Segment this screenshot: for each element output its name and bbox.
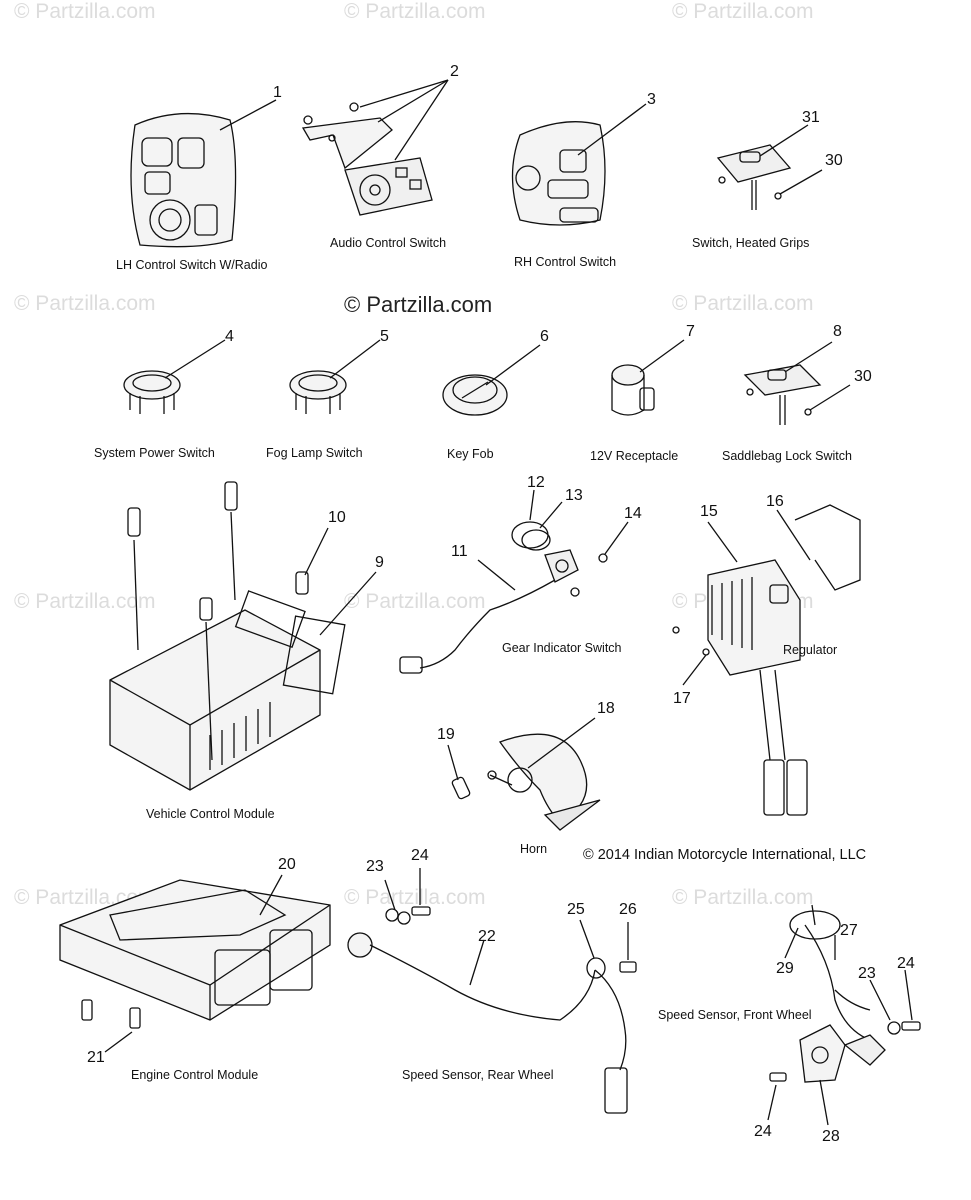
callout-5: 5 xyxy=(380,328,389,345)
speed-sensor-front-part[interactable] xyxy=(767,904,921,1126)
callout-13: 13 xyxy=(565,487,583,504)
callout-24: 24 xyxy=(754,1123,772,1140)
horn-part[interactable] xyxy=(447,717,601,831)
callout-2: 2 xyxy=(450,63,459,80)
caption-heated-grips: Switch, Heated Grips xyxy=(692,236,810,250)
audio-control-switch-part[interactable] xyxy=(301,79,449,216)
callout-16: 16 xyxy=(766,493,784,510)
watermark: © Partzilla.com xyxy=(14,292,156,315)
callout-17: 17 xyxy=(673,690,691,707)
12v-receptacle-part[interactable] xyxy=(611,339,685,416)
callout-21: 21 xyxy=(87,1049,105,1066)
callout-14: 14 xyxy=(624,505,642,522)
watermark: © Partzilla.com xyxy=(14,590,156,613)
caption-fog-lamp-switch: Fog Lamp Switch xyxy=(266,446,363,460)
copyright-notice: © 2014 Indian Motorcycle International, … xyxy=(583,847,867,863)
caption-lh-control-switch: LH Control Switch W/Radio xyxy=(116,258,268,272)
caption-regulator: Regulator xyxy=(783,643,838,657)
watermark: © Partzilla.com xyxy=(344,590,486,613)
callout-24: 24 xyxy=(411,847,429,864)
callout-1: 1 xyxy=(273,84,282,101)
heated-grips-switch-part[interactable] xyxy=(716,124,823,210)
callout-27: 27 xyxy=(840,922,858,939)
caption-horn: Horn xyxy=(520,842,548,856)
callout-23: 23 xyxy=(858,965,876,982)
partzilla-watermark: © Partzilla.com xyxy=(344,292,493,317)
watermark: © Partzilla.com xyxy=(672,292,814,315)
watermark: © Partzilla.com xyxy=(14,0,156,23)
callout-24: 24 xyxy=(897,955,915,972)
callout-30: 30 xyxy=(825,152,843,169)
callout-4: 4 xyxy=(225,328,234,345)
fog-lamp-switch-part[interactable] xyxy=(289,339,381,414)
regulator-part[interactable] xyxy=(672,504,861,816)
callout-28: 28 xyxy=(822,1128,840,1145)
callout-26: 26 xyxy=(619,901,637,918)
callout-9: 9 xyxy=(375,554,384,571)
watermark: © Partzilla.com xyxy=(344,0,486,23)
saddlebag-lock-switch-part[interactable] xyxy=(743,341,851,425)
callout-30: 30 xyxy=(854,368,872,385)
callout-3: 3 xyxy=(647,91,656,108)
caption-system-power-switch: System Power Switch xyxy=(94,446,215,460)
callout-8: 8 xyxy=(833,323,842,340)
caption-saddlebag-lock-switch: Saddlebag Lock Switch xyxy=(722,449,852,463)
lh-control-switch-part[interactable] xyxy=(130,99,277,248)
caption-speed-sensor-front: Speed Sensor, Front Wheel xyxy=(658,1008,812,1022)
callout-25: 25 xyxy=(567,901,585,918)
engine-control-module-part[interactable] xyxy=(59,874,331,1053)
watermark: © Partzilla.com xyxy=(672,886,814,909)
callout-20: 20 xyxy=(278,856,296,873)
caption-vehicle-control-module: Vehicle Control Module xyxy=(146,807,275,821)
speed-sensor-rear-part[interactable] xyxy=(347,868,637,1114)
caption-12v-receptacle: 12V Receptacle xyxy=(590,449,679,463)
caption-engine-control-module: Engine Control Module xyxy=(131,1068,259,1082)
caption-speed-sensor-rear: Speed Sensor, Rear Wheel xyxy=(402,1068,554,1082)
callout-11: 11 xyxy=(451,543,468,560)
caption-key-fob: Key Fob xyxy=(447,447,494,461)
gear-indicator-switch-part[interactable] xyxy=(399,489,629,674)
caption-audio-control-switch: Audio Control Switch xyxy=(330,236,447,250)
callout-12: 12 xyxy=(527,474,545,491)
rh-control-switch-part[interactable] xyxy=(511,103,647,226)
vehicle-control-module-part[interactable] xyxy=(109,481,377,791)
watermark: © Partzilla.com xyxy=(344,886,486,909)
callout-18: 18 xyxy=(597,700,615,717)
callout-10: 10 xyxy=(328,509,346,526)
callout-29: 29 xyxy=(776,960,794,977)
callout-15: 15 xyxy=(700,503,718,520)
callout-19: 19 xyxy=(437,726,455,743)
caption-rh-control-switch: RH Control Switch xyxy=(514,255,617,269)
key-fob-part[interactable] xyxy=(442,344,541,416)
callout-23: 23 xyxy=(366,858,384,875)
caption-gear-indicator-switch: Gear Indicator Switch xyxy=(502,641,622,655)
callout-22: 22 xyxy=(478,928,496,945)
callout-31: 31 xyxy=(802,109,820,126)
system-power-switch-part[interactable] xyxy=(123,339,226,414)
callout-7: 7 xyxy=(686,323,695,340)
watermark: © Partzilla.com xyxy=(672,0,814,23)
callout-6: 6 xyxy=(540,328,549,345)
